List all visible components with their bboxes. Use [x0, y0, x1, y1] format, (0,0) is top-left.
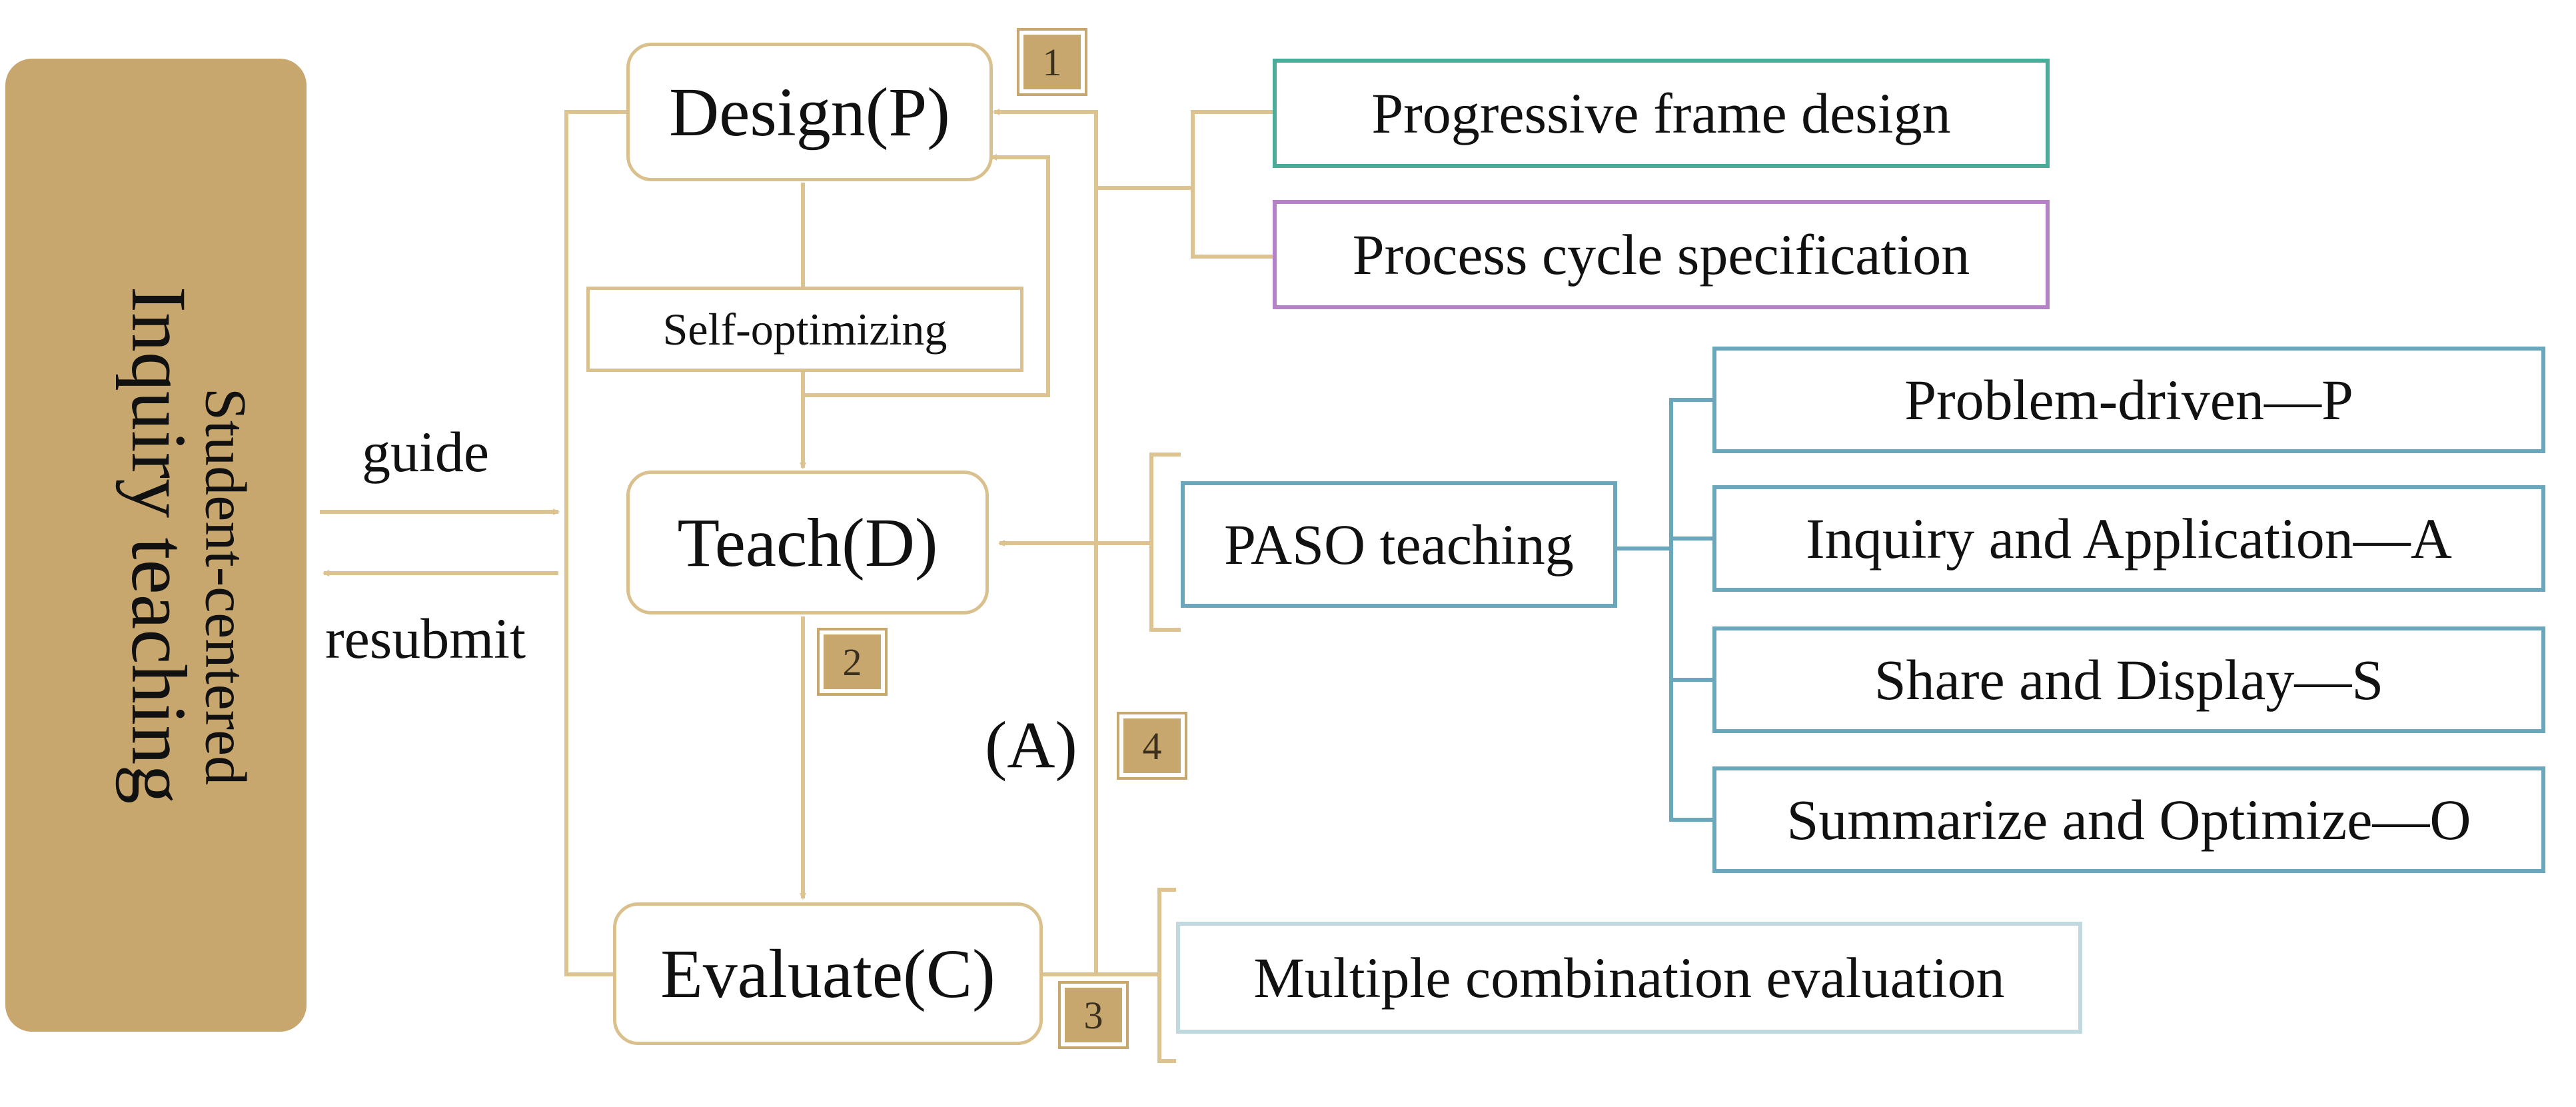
step-badge-1: 1	[1017, 28, 1087, 96]
paso-item-share-display: Share and Display—S	[1712, 626, 2545, 733]
evaluate-bracket	[1157, 888, 1176, 1063]
self-optimizing-box: Self-optimizing	[586, 287, 1023, 372]
evaluate-stage-box: Evaluate(C)	[613, 902, 1043, 1045]
side-panel: Inquiry teaching Student-centered	[5, 59, 307, 1032]
paso-teaching-box: PASO teaching	[1181, 481, 1617, 608]
design-stage-box: Design(P)	[626, 43, 993, 181]
progressive-frame-box: Progressive frame design	[1273, 59, 2050, 168]
self-loop-line	[803, 154, 1050, 397]
step-badge-3: 3	[1058, 981, 1129, 1049]
side-panel-subtitle: Student-centered	[193, 387, 258, 786]
resubmit-label: resubmit	[325, 606, 526, 670]
paso-item-summarize-optimize: Summarize and Optimize—O	[1712, 766, 2545, 873]
paso-bracket	[1149, 453, 1181, 632]
paso-item-inquiry-application: Inquiry and Application—A	[1712, 485, 2545, 592]
step-badge-4: 4	[1117, 712, 1187, 780]
paso-item-problem-driven: Problem-driven—P	[1712, 347, 2545, 453]
multiple-evaluation-box: Multiple combination evaluation	[1176, 922, 2082, 1034]
step-badge-2: 2	[817, 628, 888, 696]
paso-tree-line	[1669, 398, 1712, 822]
design-detail-bracket	[1191, 110, 1273, 259]
teach-stage-box: Teach(D)	[626, 471, 989, 614]
side-panel-title: Inquiry teaching	[115, 286, 203, 804]
process-cycle-box: Process cycle specification	[1273, 200, 2050, 309]
spine-line	[564, 110, 626, 976]
guide-label: guide	[362, 420, 490, 484]
feedback-loop-label: (A)	[985, 708, 1077, 782]
